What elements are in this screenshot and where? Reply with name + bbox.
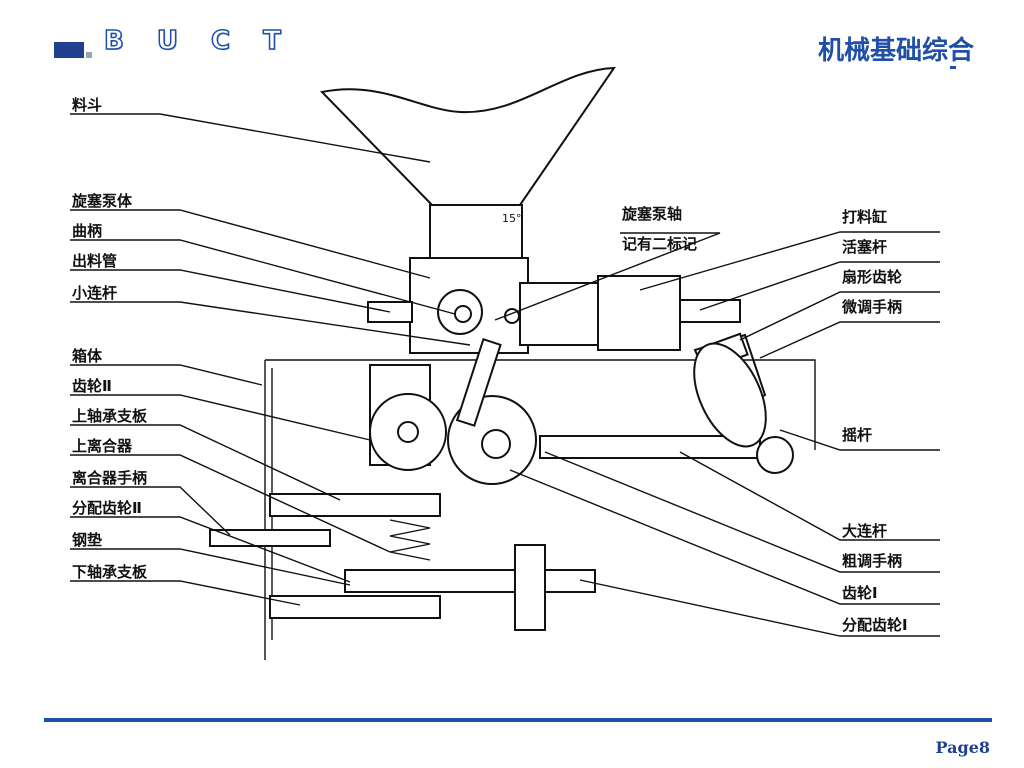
leader-r9 xyxy=(579,579,940,637)
label-piston-rod: 活塞杆 xyxy=(842,238,887,256)
label-upper-bearing-plate: 上轴承支板 xyxy=(72,407,148,425)
shaft xyxy=(514,544,546,631)
label-outlet-pipe: 出料管 xyxy=(72,252,117,270)
leader-top xyxy=(494,232,721,321)
leader-r2 xyxy=(699,261,940,311)
label-mark-note: 记有二标记 xyxy=(622,235,697,253)
logo-dot xyxy=(86,52,92,58)
distribution-gear-2 xyxy=(344,569,596,593)
clutch-handle xyxy=(209,529,331,547)
leader-1 xyxy=(70,113,431,163)
label-fine-handle: 微调手柄 xyxy=(841,298,902,316)
clutch-spring xyxy=(389,519,431,561)
label-lower-bearing-plate: 下轴承支板 xyxy=(72,563,148,581)
label-clutch-handle: 离合器手柄 xyxy=(72,469,147,487)
rocker-end xyxy=(756,436,794,474)
label-distribution-gear-1: 分配齿轮Ⅰ xyxy=(842,616,908,634)
leader-3 xyxy=(70,239,456,315)
label-angle: 15° xyxy=(502,212,522,225)
leader-r8 xyxy=(509,469,940,605)
label-steel-washer: 钢垫 xyxy=(72,531,102,549)
leader-2 xyxy=(70,209,431,279)
leader-r1 xyxy=(639,231,940,291)
label-rocker: 摇杆 xyxy=(842,426,872,444)
title-mark xyxy=(950,66,956,69)
page-number: Page8 xyxy=(935,738,990,757)
lower-bearing-plate xyxy=(269,595,441,619)
leader-4 xyxy=(70,269,391,313)
label-hopper: 料斗 xyxy=(72,96,102,114)
label-cylinder: 打料缸 xyxy=(842,208,887,226)
leader-r7 xyxy=(544,451,940,573)
logo-text: B U C T xyxy=(103,25,293,57)
logo-square xyxy=(54,42,84,58)
leader-11 xyxy=(70,516,351,583)
upper-bearing-plate xyxy=(269,493,441,517)
leader-12 xyxy=(70,548,351,586)
label-pump-body: 旋塞泵体 xyxy=(71,192,133,210)
leader-8 xyxy=(70,424,341,501)
small-link xyxy=(455,338,502,427)
cylinder-body xyxy=(597,275,681,351)
label-coarse-handle: 粗调手柄 xyxy=(842,552,902,570)
label-big-link: 大连杆 xyxy=(842,522,887,540)
crank-pin xyxy=(454,305,472,323)
leader-r4 xyxy=(759,321,940,359)
leader-9 xyxy=(70,454,391,553)
label-pump-shaft: 旋塞泵轴 xyxy=(621,205,682,223)
leader-6 xyxy=(70,364,263,386)
label-gear-1: 齿轮Ⅰ xyxy=(842,584,878,602)
leader-r6 xyxy=(679,451,940,541)
leader-7 xyxy=(70,394,371,441)
label-gear-2: 齿轮Ⅱ xyxy=(72,377,112,395)
label-sector-gear: 扇形齿轮 xyxy=(842,268,902,286)
leader-r3 xyxy=(739,291,940,341)
gear-2-hub xyxy=(397,421,419,443)
rocker xyxy=(693,342,767,448)
leader-10 xyxy=(70,486,231,536)
footer-divider xyxy=(44,718,992,722)
gear-1-hub xyxy=(481,429,511,459)
leader-13 xyxy=(70,580,301,606)
leader-r5 xyxy=(779,429,940,451)
piston-rod xyxy=(679,299,741,323)
leader-5 xyxy=(70,301,471,346)
cylinder xyxy=(519,282,601,346)
pump-body xyxy=(409,257,529,354)
hopper xyxy=(320,66,616,206)
label-housing: 箱体 xyxy=(72,347,103,365)
label-distribution-gear-2: 分配齿轮Ⅱ xyxy=(72,499,142,517)
label-small-link: 小连杆 xyxy=(72,284,117,302)
label-crank: 曲柄 xyxy=(72,222,102,240)
page-title: 机械基础综合 xyxy=(817,36,974,66)
label-upper-clutch: 上离合器 xyxy=(72,437,133,455)
